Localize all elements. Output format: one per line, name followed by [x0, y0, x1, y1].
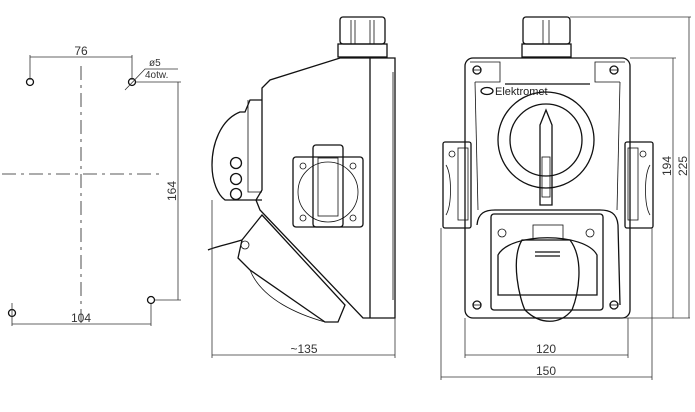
dimension-label: 225	[676, 156, 690, 176]
hole-count-label: 4otw.	[145, 70, 168, 81]
cable-gland	[337, 16, 388, 58]
dimension-135: ~135	[211, 200, 396, 358]
front-view: Elektromet	[440, 16, 691, 380]
dimension-76: 76	[29, 44, 133, 80]
side-socket-left	[442, 141, 472, 229]
dimension-150: 150	[440, 228, 653, 380]
side-socket	[292, 144, 364, 228]
dimension-label: 164	[165, 181, 179, 201]
screw-icon	[609, 300, 619, 310]
dimension-label: 104	[71, 311, 91, 325]
dimension-120: 120	[464, 318, 629, 358]
dimension-label: ~135	[290, 342, 317, 356]
screw-icon	[472, 300, 482, 310]
cable-gland	[521, 16, 572, 58]
logo-icon	[480, 86, 494, 96]
dimension-104: 104	[11, 303, 152, 326]
dimension-label: 76	[74, 44, 88, 58]
mounting-hole-bottom-right	[146, 295, 156, 305]
dimension-label: 150	[536, 364, 556, 378]
rotary-switch	[497, 91, 595, 206]
brand-logo: Elektromet	[480, 86, 548, 98]
dimension-225: 225	[570, 16, 691, 318]
main-socket	[476, 209, 621, 322]
enclosure-body	[255, 57, 396, 319]
dimension-label: 120	[536, 342, 556, 356]
side-socket-right	[624, 141, 654, 229]
dimension-194: 194	[620, 57, 690, 319]
hole-diameter-label: ø5	[149, 58, 161, 69]
angled-plug-socket	[207, 214, 346, 323]
side-view: ~135	[207, 16, 396, 358]
brand-label: Elektromet	[495, 86, 548, 98]
screw-icon	[609, 65, 619, 75]
dimension-label: 194	[660, 156, 674, 176]
switch-dome	[211, 99, 262, 201]
mounting-hole-view: 76 ø5 4otw. 164 104	[2, 44, 181, 328]
enclosure-front	[464, 57, 631, 319]
screw-icon	[472, 65, 482, 75]
hole-callout: ø5 4otw.	[124, 58, 178, 91]
dimension-164: 164	[136, 81, 181, 301]
